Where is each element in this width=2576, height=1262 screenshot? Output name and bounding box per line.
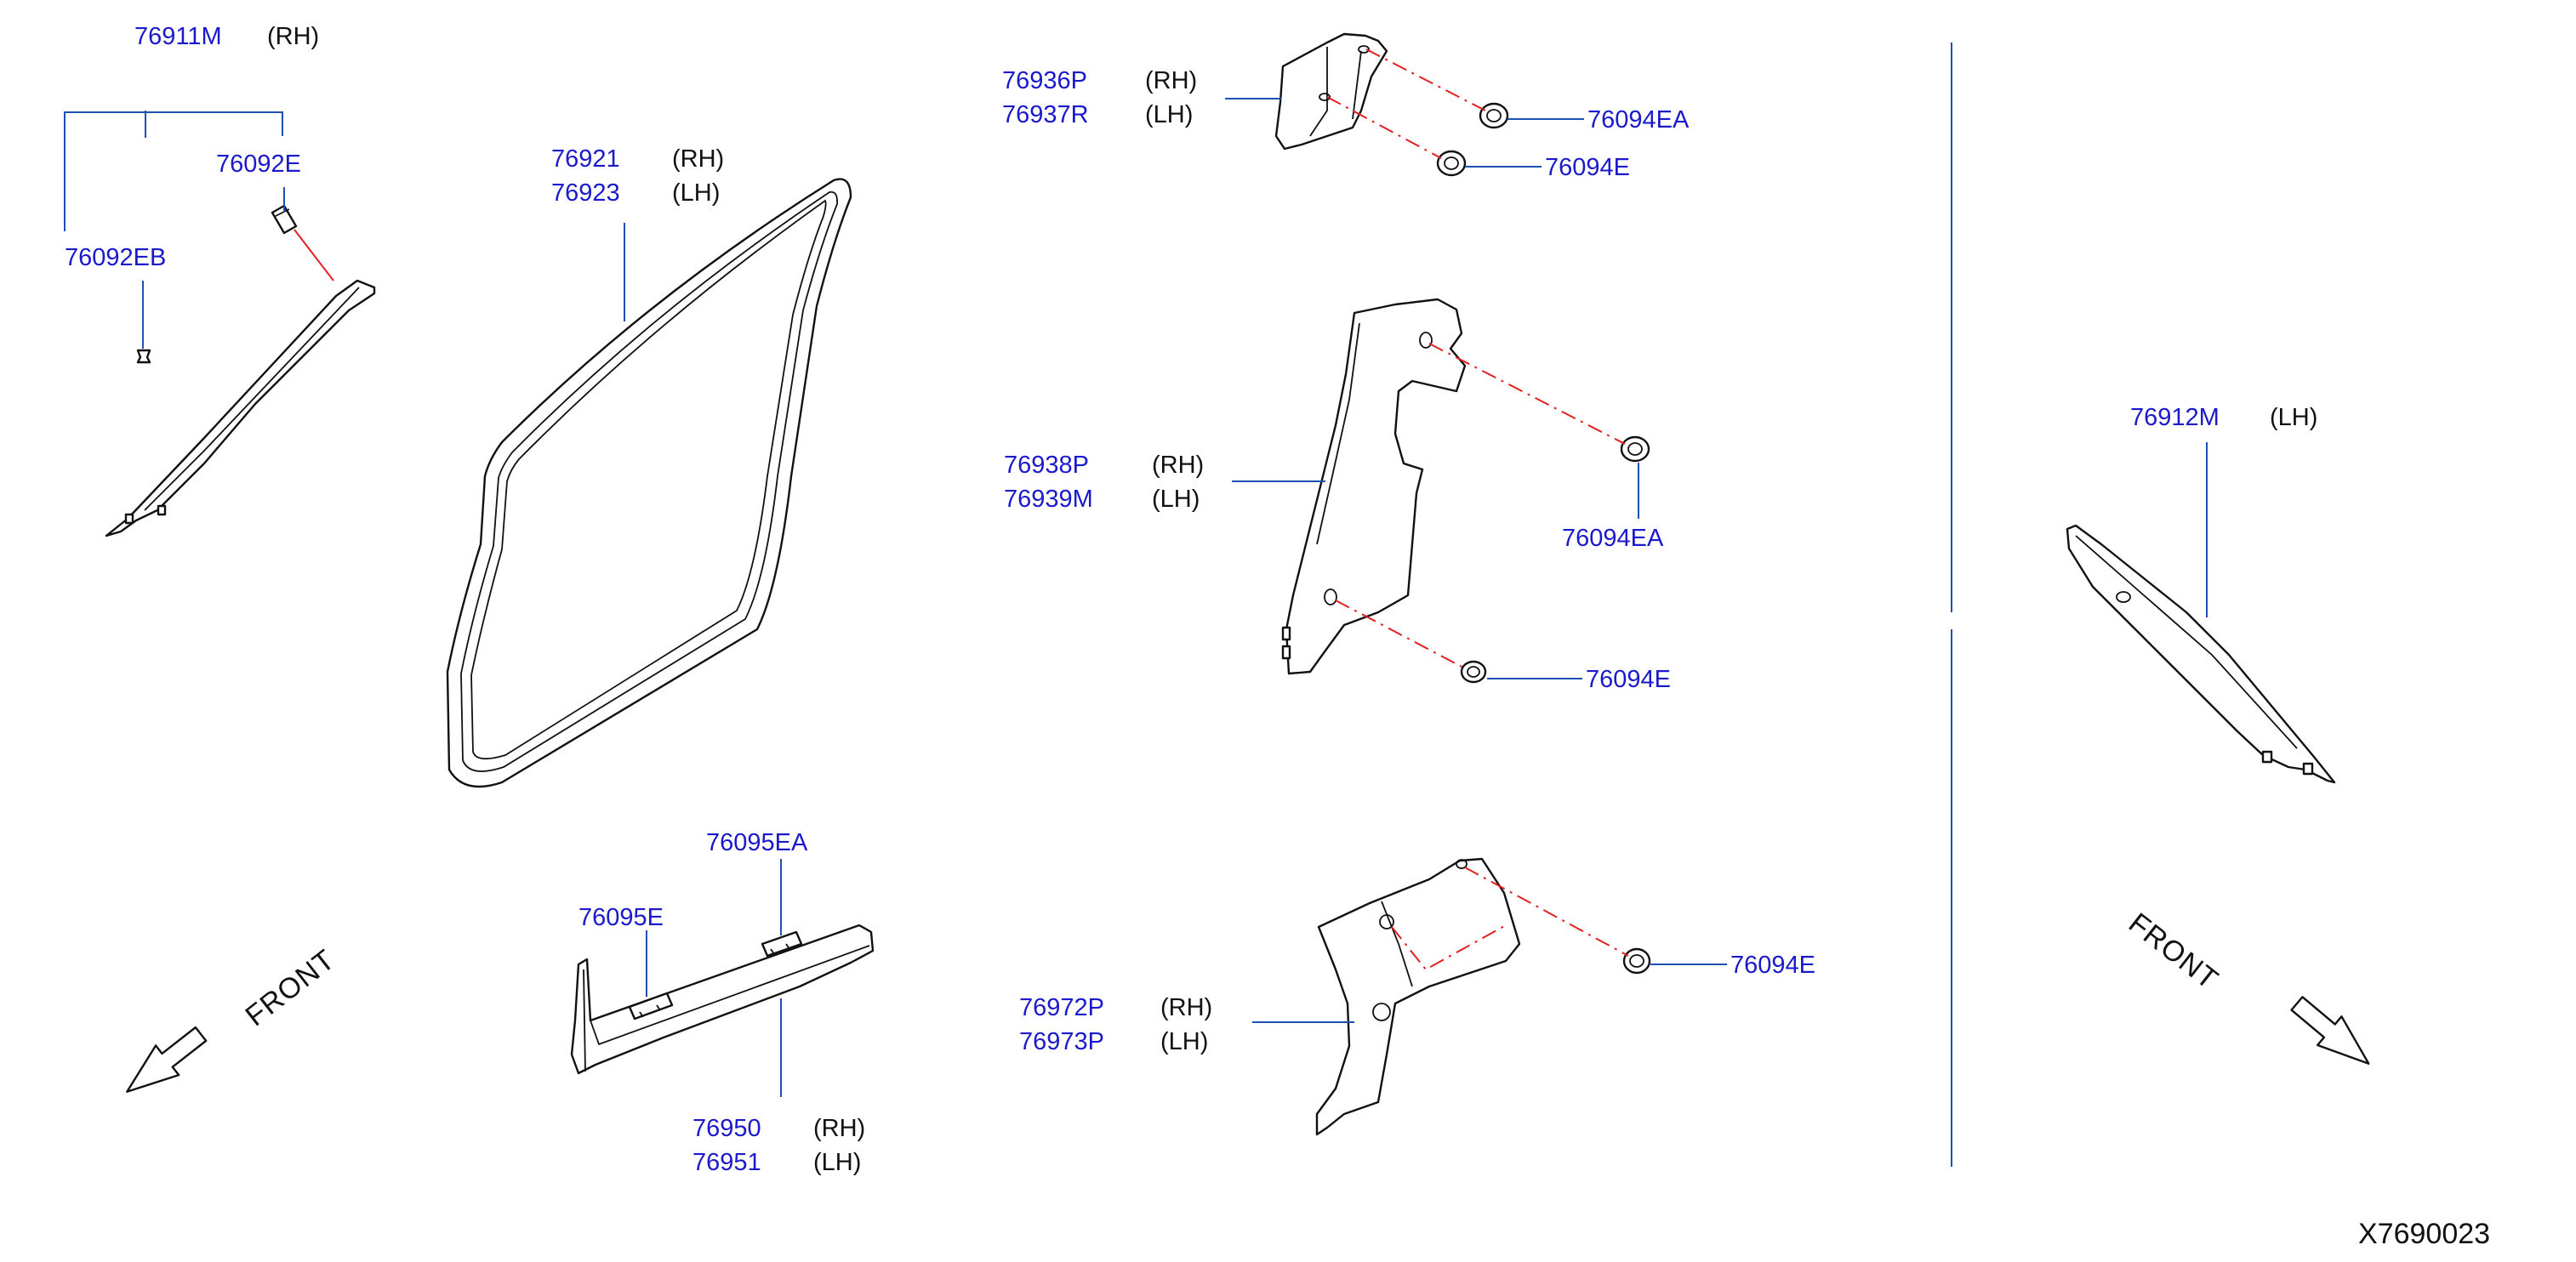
label-76951: 76951 [692, 1149, 761, 1176]
label-76923: 76923 [551, 179, 620, 207]
clip-76094E-low [1622, 947, 1651, 975]
label-76973P: 76973P [1019, 1028, 1104, 1055]
front-label-right: FRONT [2123, 907, 2225, 996]
front-arrow-left-icon [126, 1026, 208, 1093]
front-pillar-garnish-rh [105, 279, 376, 537]
clip-76094EA-mid [1620, 435, 1650, 463]
clip-76092E [271, 204, 298, 235]
pillar-garnish-76936P [1274, 32, 1388, 151]
side-76921: (RH) [672, 145, 724, 173]
label-76972P: 76972P [1019, 994, 1104, 1021]
side-76950: (RH) [813, 1115, 865, 1142]
pillar-garnish-lh [2066, 524, 2336, 784]
front-arrow-right-icon [2290, 996, 2370, 1065]
label-76094E-top: 76094E [1545, 154, 1630, 181]
rear-pillar-garnish [1281, 298, 1467, 675]
label-76937R: 76937R [1002, 101, 1089, 128]
kicking-plate [570, 924, 875, 1075]
label-76092E: 76092E [216, 151, 301, 178]
label-76095EA: 76095EA [706, 829, 808, 856]
side-76911M: (RH) [267, 23, 319, 50]
clip-76092EB [136, 349, 151, 364]
clip-76094E-mid [1460, 660, 1487, 684]
label-76950: 76950 [692, 1115, 761, 1142]
side-76938P: (RH) [1152, 452, 1204, 479]
clip-76094E-top [1436, 150, 1467, 177]
label-76094E-low: 76094E [1730, 952, 1815, 979]
side-76936P: (RH) [1145, 67, 1197, 94]
diagram-code: X7690023 [2358, 1218, 2490, 1250]
door-weatherstrip [446, 178, 852, 788]
label-76939M: 76939M [1004, 486, 1093, 513]
label-76094EA-top: 76094EA [1587, 106, 1690, 134]
label-76938P: 76938P [1004, 452, 1089, 479]
label-76911M: 76911M [134, 23, 222, 50]
label-76095E: 76095E [578, 904, 664, 931]
side-76973P: (LH) [1160, 1028, 1208, 1055]
side-76923: (LH) [672, 179, 720, 207]
side-76972P: (RH) [1160, 994, 1212, 1021]
clip-76095EA [761, 930, 803, 958]
label-76912M: 76912M [2130, 404, 2220, 431]
side-76939M: (LH) [1152, 486, 1200, 513]
lower-trim-76972P [1315, 857, 1521, 1136]
side-76912M: (LH) [2270, 404, 2317, 431]
label-76094EA-mid: 76094EA [1562, 525, 1664, 552]
label-76094E-mid: 76094E [1586, 666, 1671, 693]
clip-76095E [628, 992, 674, 1020]
label-76092EB: 76092EB [65, 244, 166, 271]
label-76921: 76921 [551, 145, 620, 173]
label-76936P: 76936P [1002, 67, 1087, 94]
front-label-left: FRONT [240, 943, 342, 1032]
side-76951: (LH) [813, 1149, 861, 1176]
side-76937R: (LH) [1145, 101, 1193, 128]
clip-76094EA-top [1479, 102, 1509, 129]
